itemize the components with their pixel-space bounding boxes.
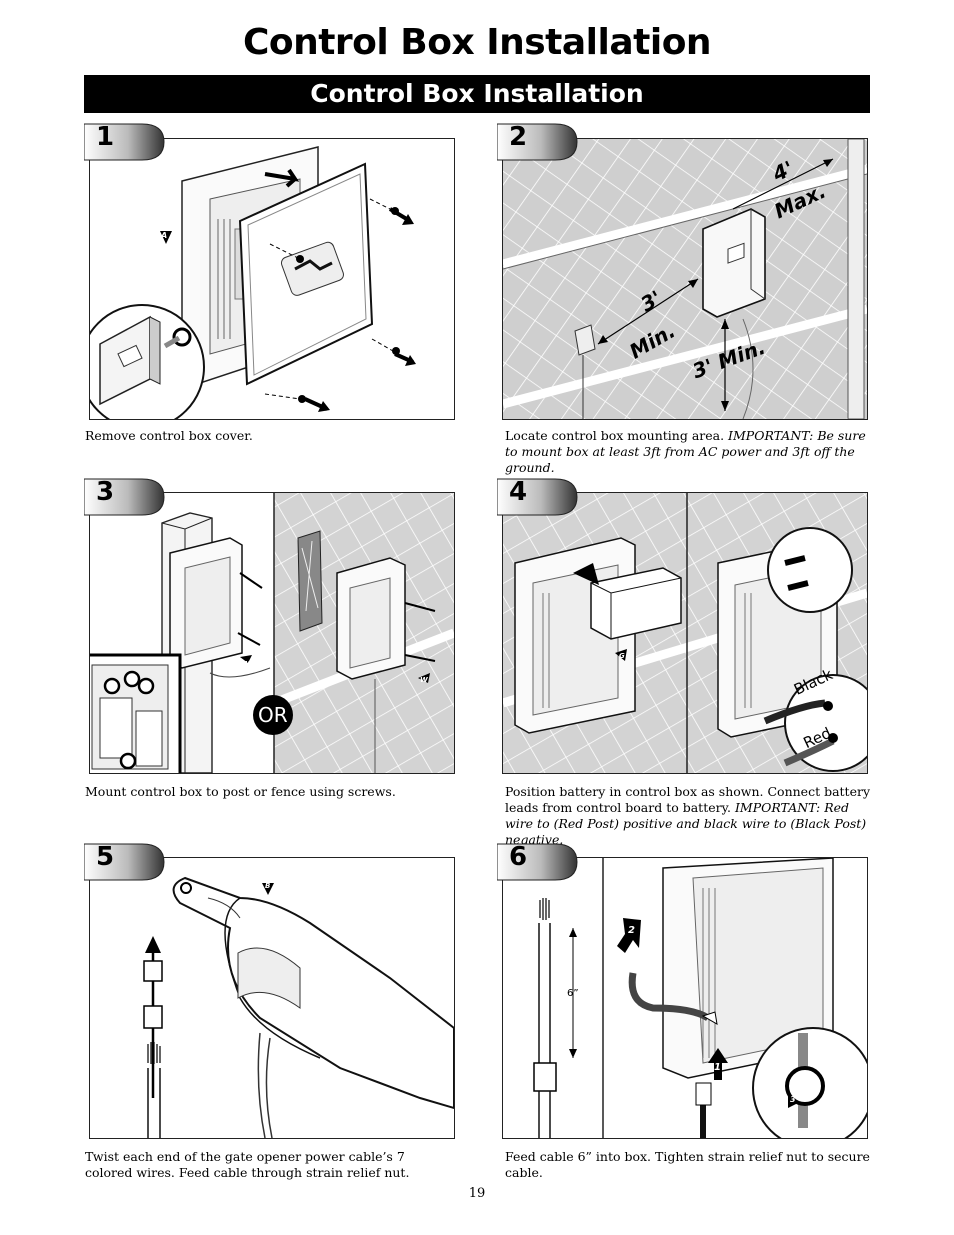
step-2-caption-note: IMPORTANT: Be sure to mount box at least… xyxy=(505,428,866,475)
step-3-label-w1: W xyxy=(242,660,250,668)
page-title: Control Box Installation xyxy=(242,22,712,63)
step-6-caption: Feed cable 6” into box. Tighten strain r… xyxy=(505,1149,870,1181)
step-5-caption: Twist each end of the gate opener power … xyxy=(85,1149,450,1181)
step-5-badge: 5 xyxy=(84,840,166,884)
step-3-caption: Mount control box to post or fence using… xyxy=(85,784,450,800)
step-6-badge: 6 xyxy=(497,840,579,884)
step-1-caption: Remove control box cover. xyxy=(85,428,450,444)
step-4-label-g: G xyxy=(619,652,625,660)
step-4-caption: Position battery in control box as shown… xyxy=(505,784,870,848)
step-4-caption-note: IMPORTANT: Red wire to (Red Post) positi… xyxy=(505,800,867,847)
step-3-number: 3 xyxy=(96,477,115,507)
step-3-caption-text: Mount control box to post or fence using… xyxy=(85,784,396,799)
step-3-badge: 3 xyxy=(84,475,166,519)
step-1-label-a: A xyxy=(161,231,168,240)
step-2-illustration: 4' Max. 3' Min. 3' Min. xyxy=(502,138,868,420)
step-5-illustration: B xyxy=(89,857,455,1139)
step-4-caption-text: Position battery in control box as shown… xyxy=(505,784,871,815)
step-4-illustration: G Black Red xyxy=(502,492,868,774)
step-1-number: 1 xyxy=(96,122,115,152)
step-4-number: 4 xyxy=(509,477,528,507)
step-6-label-six-in: 6” xyxy=(567,988,579,999)
step-4-badge: 4 xyxy=(497,475,579,519)
step-2-caption: Locate control box mounting area. IMPORT… xyxy=(505,428,870,476)
step-3-label-w2: W xyxy=(420,676,428,684)
step-6-number: 6 xyxy=(509,842,528,872)
step-5-number: 5 xyxy=(96,842,115,872)
step-3-illustration: W W OR xyxy=(89,492,455,774)
step-5-caption-text: Twist each end of the gate opener power … xyxy=(85,1149,410,1180)
step-6-label-1: 1 xyxy=(714,1062,721,1073)
step-1-badge: 1 xyxy=(84,120,166,164)
section-banner: Control Box Installation xyxy=(84,75,870,113)
step-6-illustration: 6” 1 2 3 xyxy=(502,857,868,1139)
step-2-number: 2 xyxy=(509,122,528,152)
step-5-label-b: B xyxy=(265,882,271,890)
step-6-label-3: 3 xyxy=(790,1095,796,1104)
page-number: 19 xyxy=(468,1186,486,1201)
step-6-label-2: 2 xyxy=(628,925,635,936)
step-1-illustration: A xyxy=(89,138,455,420)
step-1-caption-text: Remove control box cover. xyxy=(85,428,253,443)
step-2-badge: 2 xyxy=(497,120,579,164)
step-6-caption-text: Feed cable 6” into box. Tighten strain r… xyxy=(505,1149,870,1180)
step-2-caption-text: Locate control box mounting area. xyxy=(505,428,729,443)
step-3-or-label: OR xyxy=(258,703,288,727)
